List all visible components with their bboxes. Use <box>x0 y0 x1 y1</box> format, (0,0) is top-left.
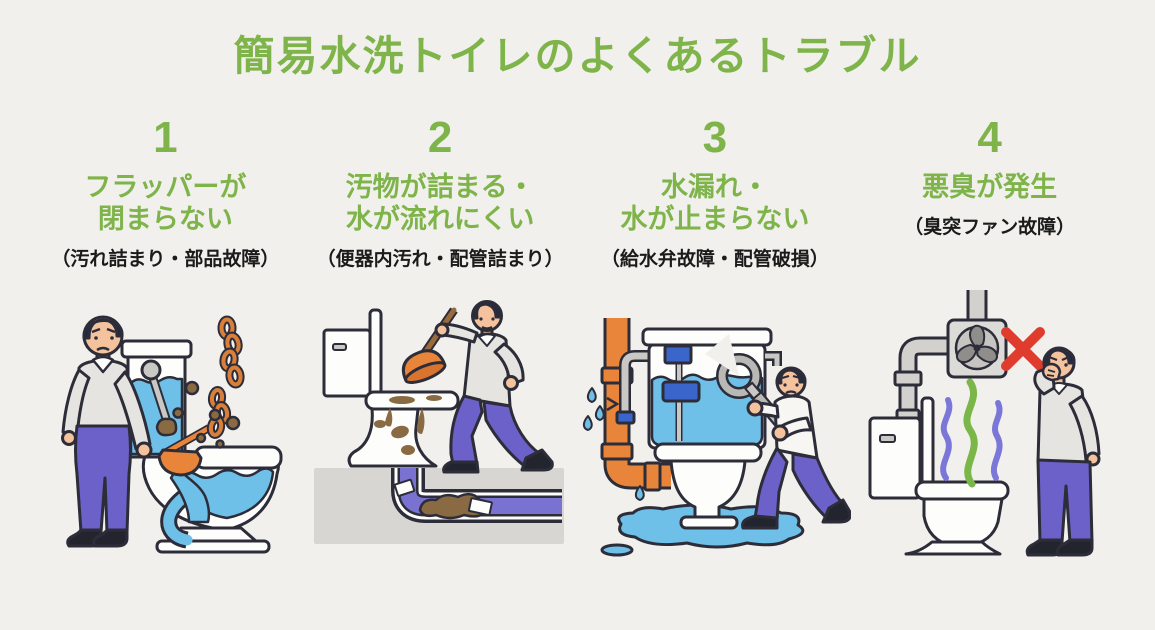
water-leak-drops-icon <box>582 387 645 501</box>
trouble-2-title-line2: 水が流れにくい <box>345 203 535 234</box>
illustration-open-flapper-toilet <box>29 286 302 588</box>
trouble-1-number: 1 <box>153 113 178 162</box>
trouble-3-note: （給水弁故障・配管破損） <box>600 248 829 270</box>
trouble-column-3: 3 水漏れ・ 水が止まらない （給水弁故障・配管破損） <box>578 110 853 588</box>
toilet <box>868 396 1010 556</box>
stained-toilet <box>322 308 460 468</box>
man-holding-nose <box>1025 346 1101 557</box>
red-x-icon <box>1000 327 1045 371</box>
debris-icon <box>156 380 241 449</box>
trouble-2-header: 2 汚物が詰まる・ 水が流れにくい （便器内汚れ・配管詰まり） <box>317 110 564 286</box>
trouble-2-note: （便器内汚れ・配管詰まり） <box>316 248 564 270</box>
trouble-1-title: フラッパーが 閉まらない <box>84 172 246 236</box>
trouble-1-note: （汚れ詰まり・部品故障） <box>51 248 280 270</box>
vent-fan-icon <box>946 318 1008 379</box>
trouble-3-title: 水漏れ・ 水が止まらない <box>620 172 809 236</box>
trouble-column-4: 4 悪臭が発生 （臭突ファン故障） <box>852 110 1127 588</box>
trouble-2-number: 2 <box>427 113 453 162</box>
trouble-3-number: 3 <box>702 113 728 162</box>
stains <box>374 395 443 455</box>
plunger-icon <box>402 307 458 384</box>
trouble-4-title: 悪臭が発生 <box>922 172 1057 204</box>
clog-trouble-drawing <box>314 300 565 544</box>
trouble-column-2: 2 汚物が詰まる・ 水が流れにくい （便器内汚れ・配管詰まり） <box>303 110 578 588</box>
stink-waves-icon <box>939 378 1003 488</box>
illustration-leaking-toilet-wrench <box>578 286 851 588</box>
infographic-title: 簡易水洗トイレのよくあるトラブル <box>233 33 922 79</box>
trouble-3-title-line1: 水漏れ・ <box>660 172 769 202</box>
leak-trouble-drawing <box>582 318 851 557</box>
trouble-1-header: 1 フラッパーが 閉まらない （汚れ詰まり・部品故障） <box>51 110 279 286</box>
odor-trouble-drawing <box>868 290 1101 557</box>
trouble-3-header: 3 水漏れ・ 水が止まらない （給水弁故障・配管破損） <box>601 110 829 286</box>
trouble-4-number: 4 <box>977 113 1002 162</box>
illustration-broken-vent-fan <box>853 286 1126 588</box>
worried-man <box>61 315 153 548</box>
trouble-1-title-line1: フラッパーが <box>84 172 247 202</box>
supply-pipe-leak <box>582 318 671 501</box>
trouble-column-1: 1 フラッパーが 閉まらない （汚れ詰まり・部品故障） <box>28 110 303 588</box>
flapper-trouble-drawing <box>61 315 283 554</box>
trouble-3-title-line2: 水が止まらない <box>620 203 810 234</box>
ground-cross-section <box>314 468 565 544</box>
trouble-4-header: 4 悪臭が発生 （臭突ファン故障） <box>904 110 1075 286</box>
open-flapper-icon <box>157 424 212 524</box>
illustration-plunging-clogged-toilet <box>304 286 577 588</box>
wrench-man <box>741 366 851 530</box>
trouble-2-title-line1: 汚物が詰まる・ <box>345 172 535 202</box>
trouble-4-title-line1: 悪臭が発生 <box>922 172 1058 202</box>
trouble-2-title: 汚物が詰まる・ 水が流れにくい <box>346 172 535 236</box>
plunging-man <box>434 300 554 474</box>
trouble-4-note: （臭突ファン故障） <box>904 216 1076 238</box>
trouble-1-title-line2: 閉まらない <box>97 203 233 234</box>
trouble-columns: 1 フラッパーが 閉まらない （汚れ詰まり・部品故障） <box>28 110 1127 588</box>
